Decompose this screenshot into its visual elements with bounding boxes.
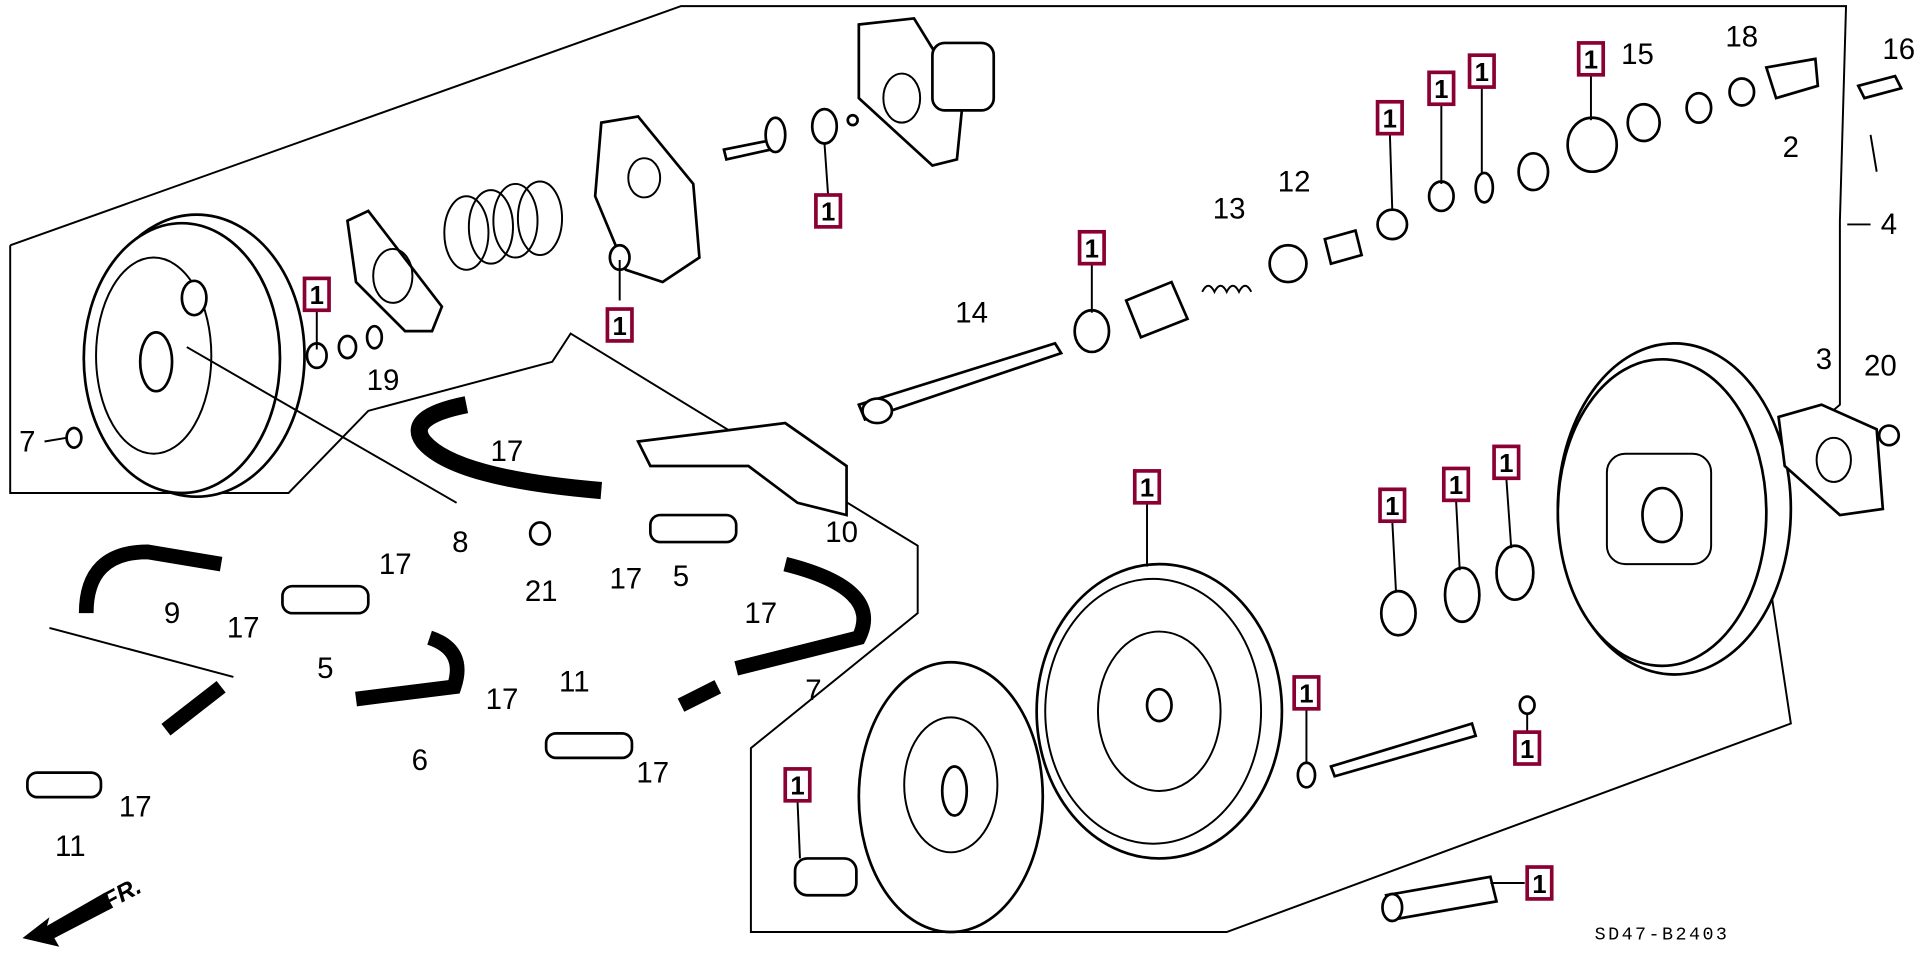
right-small-parts	[793, 544, 1536, 923]
part-number: 6	[412, 744, 428, 777]
part-number: 17	[119, 791, 152, 824]
part-number: 17	[227, 612, 260, 645]
diagram-code: SD47-B2403	[1595, 924, 1730, 945]
part-number: 20	[1864, 349, 1897, 382]
kit-callout: 1	[1576, 41, 1606, 77]
part-number: 18	[1725, 21, 1758, 54]
kit-callout: 1	[1292, 675, 1321, 711]
leader-lines	[44, 73, 1592, 884]
callout-text: 1	[1299, 681, 1313, 709]
callout-text: 1	[310, 282, 324, 310]
kit-callout: 1	[1441, 466, 1471, 503]
callout-text: 1	[1532, 871, 1546, 899]
part-number: 17	[609, 563, 642, 596]
part-number: 19	[367, 364, 400, 397]
part-number: 4	[1881, 208, 1897, 241]
part-number: 17	[744, 597, 777, 630]
kit-callout: 1	[1132, 469, 1162, 505]
check-valves	[26, 513, 738, 799]
callout-text: 1	[1449, 472, 1463, 500]
part-number: 21	[525, 575, 558, 608]
part-number: 2	[1783, 131, 1799, 164]
callout-text: 1	[1584, 47, 1598, 75]
small-parts	[65, 107, 859, 449]
vacuum-hoses	[78, 396, 871, 736]
group-outline	[9, 5, 1871, 934]
front-seal-housing	[857, 16, 996, 168]
part-number: 5	[673, 560, 689, 593]
kit-callout: 1	[1378, 487, 1407, 524]
kit-callout: 1	[605, 307, 634, 343]
kit-callout: 1	[1375, 99, 1404, 136]
kit-callout: 1	[302, 276, 331, 313]
part-number: 9	[164, 597, 180, 630]
booster-front-shell	[1556, 342, 1901, 676]
callout-text: 1	[1520, 736, 1534, 764]
callout-text: 1	[1140, 475, 1154, 503]
part-number: 10	[825, 516, 858, 549]
part-number: 17	[486, 683, 519, 716]
kit-callout: 1	[1513, 730, 1542, 766]
kit-callout: 1	[1492, 444, 1521, 481]
callout-text: 1	[1383, 106, 1397, 134]
part-number: 7	[19, 425, 35, 458]
pushrod	[857, 57, 1904, 425]
kit-callout: 1	[1525, 865, 1554, 901]
booster-rear-shell	[82, 213, 458, 504]
part-number: 15	[1621, 38, 1654, 71]
callout-text: 1	[1085, 236, 1099, 264]
part-numbers: 7 19 17 8 21 17 5 17 10 9 17 5 17 17 6 7…	[19, 21, 1915, 863]
callout-text: 1	[1499, 450, 1513, 478]
callout-text: 1	[613, 313, 627, 341]
callout-text: 1	[821, 199, 835, 227]
kit-callout: 1	[1077, 229, 1106, 266]
front-direction-arrow: FR.	[22, 873, 146, 947]
kit-callout: 1	[1467, 53, 1496, 89]
part-number: 17	[379, 548, 412, 581]
part-number: 11	[559, 666, 590, 699]
return-spring	[443, 180, 564, 271]
part-number: 12	[1278, 165, 1311, 198]
part-number: 17	[490, 435, 523, 468]
callout-text: 1	[1434, 76, 1448, 104]
part-number: 16	[1882, 33, 1915, 66]
part-number: 13	[1213, 192, 1246, 225]
part-number: 11	[55, 830, 86, 863]
kit-callout: 1	[1427, 70, 1456, 107]
diaphragm	[1035, 562, 1284, 860]
kit-callout: 1	[783, 767, 812, 803]
part-number: 5	[317, 652, 333, 685]
kit-callouts: 1 1 1 1 1 1 1 1 1 1 1 1 1 1 1 1	[302, 41, 1606, 901]
part-number: 7	[805, 674, 821, 707]
diaphragm-plate	[345, 209, 444, 333]
piston-plate	[857, 660, 1045, 934]
valve-body-plate	[593, 115, 701, 284]
part-number: 3	[1816, 343, 1832, 376]
part-number: 17	[636, 756, 669, 789]
callout-text: 1	[1385, 493, 1399, 521]
callout-text: 1	[1475, 59, 1489, 87]
callout-text: 1	[790, 773, 804, 801]
part-number: 8	[452, 526, 468, 559]
part-number: 14	[955, 297, 988, 330]
kit-callout: 1	[814, 193, 843, 229]
